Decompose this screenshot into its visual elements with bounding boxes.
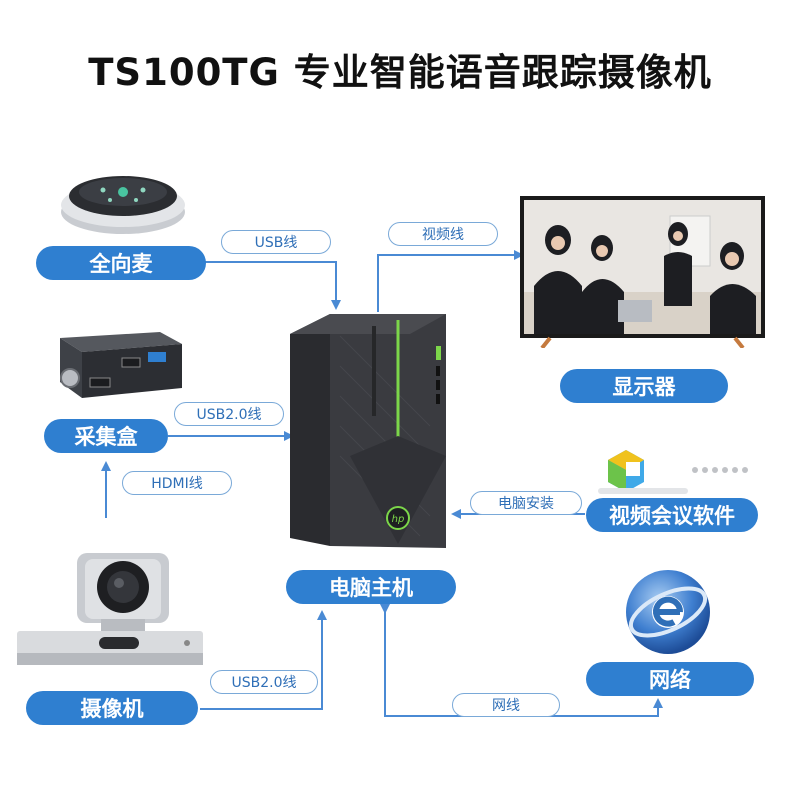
svg-text:hp: hp — [392, 514, 405, 525]
label-video: 视频线 — [388, 222, 498, 246]
label-install: 电脑安装 — [470, 491, 582, 515]
label-usb2-camera: USB2.0线 — [210, 670, 318, 694]
label-hdmi: HDMI线 — [122, 471, 232, 495]
video-link-line — [377, 250, 524, 312]
pc-tower-image: hp — [290, 306, 450, 556]
page-title: TS100TG 专业智能语音跟踪摄像机 — [88, 51, 712, 94]
node-mic: 全向麦 — [36, 246, 206, 280]
label-usb: USB线 — [221, 230, 331, 254]
mic-image — [58, 160, 188, 240]
network-globe-icon — [622, 566, 714, 658]
label-netline: 网线 — [452, 693, 560, 717]
software-image — [598, 446, 763, 496]
node-network: 网络 — [586, 662, 754, 696]
node-capture-box: 采集盒 — [44, 419, 168, 453]
camera-image — [15, 545, 205, 670]
mic-link-line — [197, 257, 341, 310]
node-camera: 摄像机 — [26, 691, 198, 725]
node-display: 显示器 — [560, 369, 728, 403]
node-software: 视频会议软件 — [586, 498, 758, 532]
label-usb2-capture: USB2.0线 — [174, 402, 284, 426]
camera-link-line — [200, 610, 327, 710]
capture-box-image — [50, 318, 190, 408]
node-pc: 电脑主机 — [286, 570, 456, 604]
display-image — [520, 196, 765, 350]
